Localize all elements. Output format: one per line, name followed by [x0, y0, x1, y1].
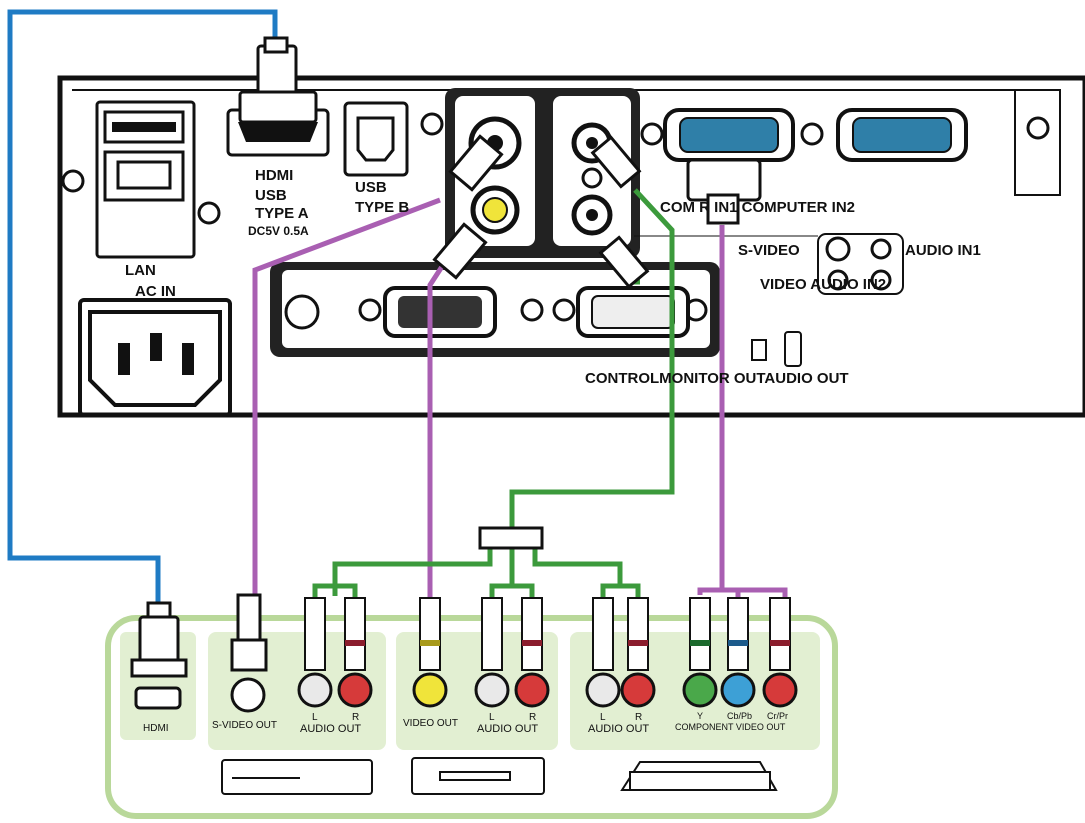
device-label-l2: L [489, 712, 495, 723]
set-top-box-icon [620, 761, 778, 791]
projector-rear-panel [57, 75, 1085, 418]
label-s-video: S-VIDEO [738, 242, 800, 259]
device-label-hdmi: HDMI [143, 723, 169, 734]
vcr-icon [411, 757, 545, 795]
device-label-audio-out1: AUDIO OUT [300, 723, 361, 735]
device-label-r1: R [352, 712, 359, 723]
cable-junction [478, 526, 544, 550]
device-label-r3: R [635, 712, 642, 723]
source-devices-panel [105, 593, 838, 819]
dvd-player-icon [221, 759, 373, 795]
audio-cables [312, 188, 675, 598]
video-cables [252, 197, 788, 600]
device-label-component-video-out: COMPONENT VIDEO OUT [675, 722, 786, 732]
label-ac-in: AC IN [135, 283, 176, 300]
label-usb-a-line3: DC5V 0.5A [248, 224, 309, 238]
label-hdmi: HDMI [255, 167, 293, 184]
device-label-cb-pb: Cb/Pb [727, 711, 752, 721]
label-usb-b-line2: TYPE B [355, 199, 409, 216]
device-label-audio-out3: AUDIO OUT [588, 723, 649, 735]
label-control-monitor-audio-out: CONTROLMONITOR OUTAUDIO OUT [585, 370, 849, 387]
label-usb-a-line2: TYPE A [255, 205, 309, 222]
label-lan: LAN [125, 262, 156, 279]
device-label-cr-pr: Cr/Pr [767, 711, 788, 721]
device-label-svideo-out: S-VIDEO OUT [212, 720, 277, 731]
label-usb-b-line1: USB [355, 179, 387, 196]
device-label-l1: L [312, 712, 318, 723]
device-label-y: Y [697, 711, 703, 721]
device-label-audio-out2: AUDIO OUT [477, 723, 538, 735]
projector-port-labels: HDMI USB TYPE A DC5V 0.5A USB TYPE B LAN… [125, 167, 981, 387]
device-label-r2: R [529, 712, 536, 723]
device-label-l3: L [600, 712, 606, 723]
label-audio-in1: AUDIO IN1 [905, 242, 981, 259]
projector-plugs [238, 36, 762, 289]
label-usb-a-line1: USB [255, 187, 287, 204]
hdmi-cable [7, 9, 278, 605]
device-output-labels: HDMI S-VIDEO OUT L R AUDIO OUT VIDEO OUT… [143, 711, 788, 735]
label-video-audio-in2: VIDEO AUDIO IN2 [760, 276, 886, 293]
label-computer-in: COM R IN1 COMPUTER IN2 [660, 199, 855, 216]
device-label-video-out: VIDEO OUT [403, 718, 458, 729]
